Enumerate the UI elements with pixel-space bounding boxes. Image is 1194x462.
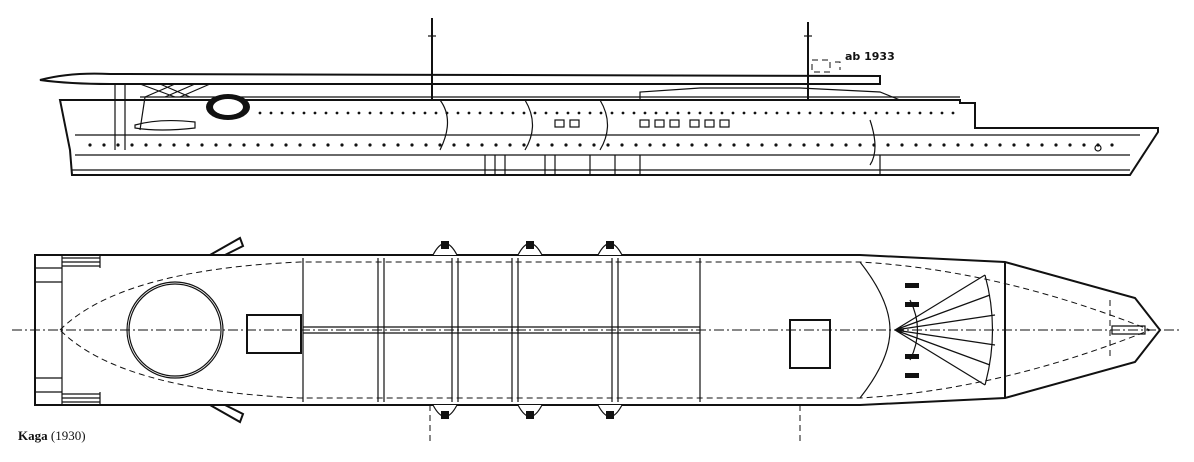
ship-name: Kaga xyxy=(18,428,48,443)
side-elevation xyxy=(39,18,1159,176)
figure-caption: Kaga (1930) xyxy=(18,428,86,444)
annotation-ab-1933: ab 1933 xyxy=(845,50,895,63)
caption-year: (1930) xyxy=(50,428,86,443)
plan-view xyxy=(12,236,1182,445)
